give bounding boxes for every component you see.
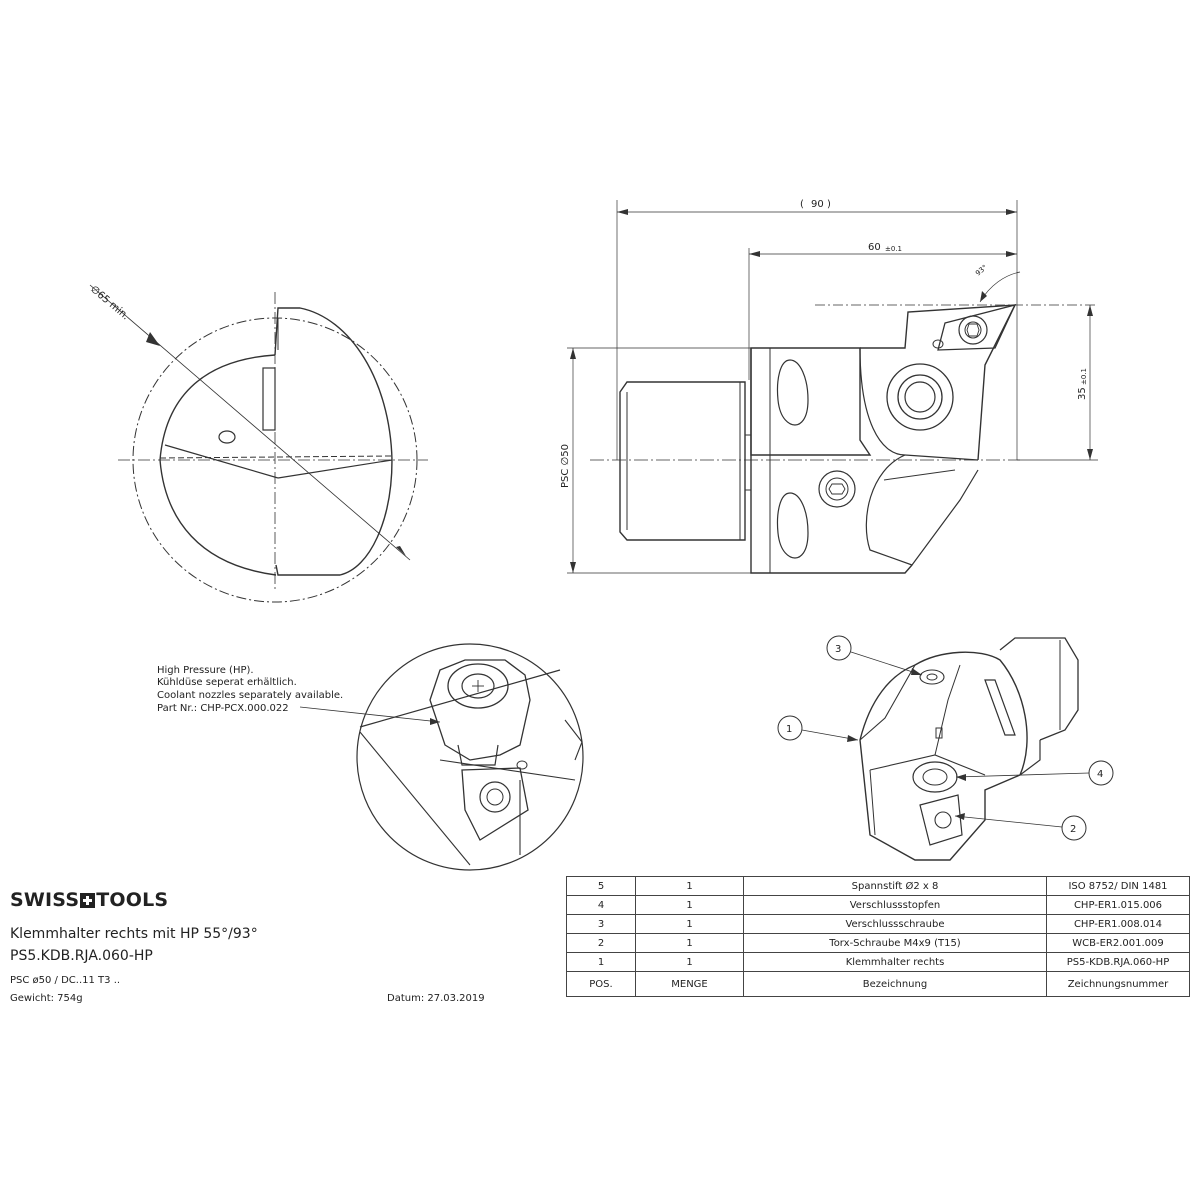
end-view-body: [274, 307, 393, 576]
weight: Gewicht: 754g: [10, 993, 83, 1004]
iso-body: [859, 651, 1028, 861]
table-row: 1 1 Klemmhalter rechts PS5-KDB.RJA.060-H…: [566, 952, 1190, 972]
drawing-number-cell: PS5-KDB.RJA.060-HP: [1046, 952, 1190, 972]
pos-cell: 5: [566, 876, 636, 896]
dim-60-tol: ±0.1: [885, 245, 902, 253]
nozzle-body: [429, 659, 531, 761]
header-pos: POS.: [566, 971, 636, 997]
angle-label: 93°: [974, 263, 989, 277]
shank: [619, 381, 746, 541]
qty-cell: 1: [635, 952, 744, 972]
qty-cell: 1: [635, 933, 744, 953]
body-outline: [750, 348, 913, 574]
diameter-leader: [89, 284, 411, 561]
dim-90: 90: [811, 199, 824, 210]
logo-text-left: SWISS: [10, 889, 80, 911]
svg-text:2: 2: [1070, 824, 1076, 835]
qty-cell: 1: [635, 895, 744, 915]
pos-cell: 1: [566, 952, 636, 972]
head-outline: [860, 304, 1017, 461]
company-logo: SWISS TOOLS: [10, 889, 168, 911]
svg-text:1: 1: [786, 724, 792, 735]
angle-arc: [979, 271, 1021, 303]
drawing-number-cell: ISO 8752/ DIN 1481: [1046, 876, 1190, 896]
psc-label: PSC ∅50: [560, 444, 571, 488]
balloon-2: 2: [954, 813, 1087, 841]
table-row: 4 1 Verschlussstopfen CHP-ER1.015.006: [566, 895, 1190, 915]
description-cell: Klemmhalter rechts: [743, 952, 1047, 972]
iso-shank: [999, 637, 1079, 741]
detail-view: [299, 643, 584, 871]
end-view-arc-left-lower: [159, 459, 277, 576]
isometric-view: [859, 637, 1079, 861]
iso-insert: [919, 794, 963, 846]
note-line-3: Coolant nozzles separately available.: [157, 690, 343, 701]
drawing-number-cell: CHP-ER1.015.006: [1046, 895, 1190, 915]
diameter-label: ∅65 min.: [88, 284, 131, 322]
iso-slot: [984, 679, 1016, 736]
note-leader: [299, 706, 441, 723]
side-view: ( 90 ) 60 ±0.1 93° 35 ±0.1 PSC ∅50: [560, 199, 1098, 574]
dim-35: 35: [1077, 387, 1088, 400]
dim-35-tol: ±0.1: [1080, 368, 1088, 385]
end-view-arc-left: [159, 354, 276, 461]
table-row: 2 1 Torx-Schraube M4x9 (T15) WCB-ER2.001…: [566, 933, 1190, 953]
flat-lower: [776, 492, 809, 559]
pos-cell: 2: [566, 933, 636, 953]
balloon-4: 4: [955, 760, 1114, 786]
header-description: Bezeichnung: [743, 971, 1047, 997]
detail-circle: [356, 643, 584, 871]
swiss-cross-icon: [80, 892, 96, 908]
drawing-number-cell: WCB-ER2.001.009: [1046, 933, 1190, 953]
dim-60: 60: [868, 242, 881, 253]
note-line-1: High Pressure (HP).: [157, 665, 254, 676]
note-line-2: Kühldüse seperat erhältlich.: [157, 677, 297, 688]
table-header-row: POS. MENGE Bezeichnung Zeichnungsnummer: [566, 971, 1190, 997]
insert-screw: [958, 315, 988, 345]
description-cell: Torx-Schraube M4x9 (T15): [743, 933, 1047, 953]
table-row: 3 1 Verschlussschraube CHP-ER1.008.014: [566, 914, 1190, 934]
insert: [937, 304, 1017, 351]
drawing-number-cell: CHP-ER1.008.014: [1046, 914, 1190, 934]
svg-text:): ): [827, 199, 831, 210]
table-row: 5 1 Spannstift Ø2 x 8 ISO 8752/ DIN 1481: [566, 876, 1190, 896]
logo-text-right: TOOLS: [96, 889, 169, 911]
flat-upper: [776, 359, 809, 426]
svg-text:3: 3: [835, 644, 841, 655]
qty-cell: 1: [635, 876, 744, 896]
description-cell: Verschlussschraube: [743, 914, 1047, 934]
end-view-slot: [262, 367, 276, 431]
description-cell: Spannstift Ø2 x 8: [743, 876, 1047, 896]
qty-cell: 1: [635, 914, 744, 934]
note-line-4: Part Nr.: CHP-PCX.000.022: [157, 703, 289, 714]
detail-insert: [461, 767, 529, 841]
drawing-title: Klemmhalter rechts mit HP 55°/93°: [10, 926, 258, 942]
date: Datum: 27.03.2019: [387, 993, 485, 1004]
description-cell: Verschlussstopfen: [743, 895, 1047, 915]
header-qty: MENGE: [635, 971, 744, 997]
side-screw: [818, 470, 856, 508]
svg-text:4: 4: [1097, 769, 1103, 780]
drawing-part-number: PS5.KDB.RJA.060-HP: [10, 948, 153, 964]
svg-text:(: (: [800, 199, 804, 210]
pos-cell: 4: [566, 895, 636, 915]
plug-outer: [886, 363, 954, 431]
header-drawing-number: Zeichnungsnummer: [1046, 971, 1190, 997]
end-view-hole: [218, 430, 236, 444]
pos-cell: 3: [566, 914, 636, 934]
parts-list-table: 5 1 Spannstift Ø2 x 8 ISO 8752/ DIN 1481…: [566, 876, 1190, 997]
balloon-1: 1: [777, 715, 859, 742]
end-view: ∅65 min.: [88, 284, 428, 603]
balloon-3: 3: [826, 635, 923, 676]
psc-spec: PSC ø50 / DC..11 T3 ..: [10, 975, 121, 986]
